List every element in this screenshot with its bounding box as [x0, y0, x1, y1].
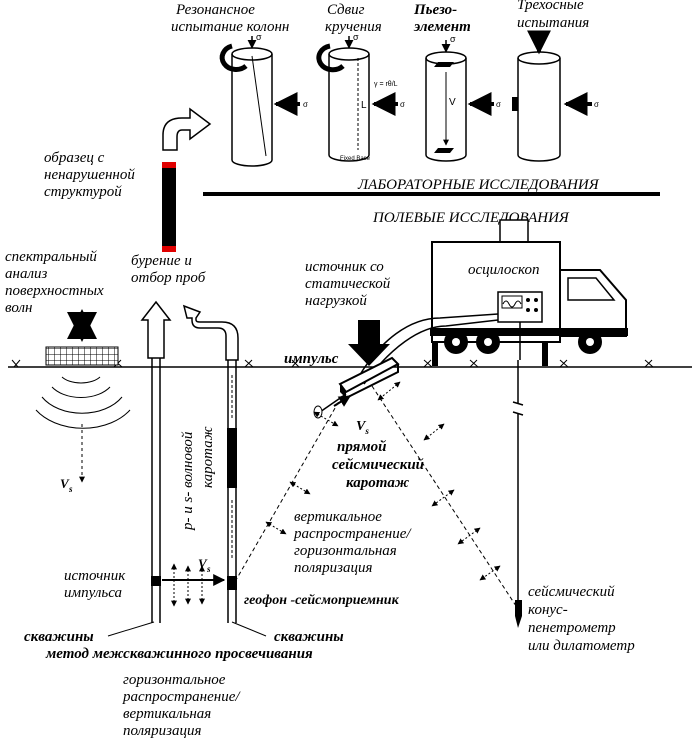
sample-label: образец с ненарушенной структурой: [44, 150, 139, 200]
ps-logging-label: p- и s- волновой каротаж: [180, 426, 216, 531]
torsional-shear-test: Сдвиг кручения σ L γ = rθ/L Fixed Base σ: [316, 2, 405, 162]
svg-text:σ: σ: [303, 100, 308, 109]
downhole-ray-left: [235, 395, 343, 581]
svg-text:σ: σ: [534, 28, 540, 38]
oscilloscope-label: осцилоскоп: [468, 262, 539, 278]
svg-text:σ: σ: [450, 34, 456, 44]
svg-text:V: V: [449, 97, 456, 108]
vertical-prop-label: вертикальное распространение/ горизонтал…: [293, 509, 414, 576]
lab-section-title: ЛАБОРАТОРНЫЕ ИССЛЕДОВАНИЯ: [357, 177, 600, 193]
borehole-right: [182, 304, 239, 623]
boreholes-left-label: скважины: [24, 629, 94, 645]
svg-text:σ: σ: [353, 32, 359, 42]
undisturbed-sample: [162, 107, 212, 252]
borehole-left: [140, 300, 172, 623]
geophone-label: геофон -сейсмоприемник: [244, 593, 400, 608]
piezo-element-test: Пьезо- элемент V σ σ: [413, 2, 501, 162]
field-section-title: ПОЛЕВЫЕ ИССЛЕДОВАНИЯ: [372, 210, 570, 226]
svg-text:σ: σ: [496, 100, 501, 109]
ground-ticks: [11, 359, 654, 368]
svg-text:элемент: элемент: [413, 19, 471, 35]
impulse-label: импульс: [284, 351, 339, 367]
boreholes-right-label: скважины: [274, 629, 344, 645]
svg-text:V: V: [60, 476, 70, 491]
resonant-column-test: Резонансное испытание колонн σ σ: [171, 2, 308, 167]
svg-text:σ: σ: [256, 32, 262, 42]
svg-text:Fixed Base: Fixed Base: [340, 156, 371, 162]
crosshole-wave: V s: [162, 556, 226, 607]
svg-text:Пьезо-: Пьезо-: [413, 2, 457, 18]
oscilloscope: [497, 291, 543, 323]
svg-text:кручения: кручения: [325, 19, 382, 35]
cone-rod: [512, 360, 524, 628]
borehole-pointers: [107, 621, 267, 637]
svg-text:Трехосные: Трехосные: [517, 0, 584, 13]
sasw-label: спектральный анализ поверхностных волн: [5, 249, 107, 316]
svg-text:Сдвиг: Сдвиг: [327, 2, 365, 18]
triaxial-test: Трехосные испытания σ σ: [512, 0, 599, 162]
source-impulse-label: источник импульса: [64, 568, 129, 601]
sasw-source: V s: [35, 309, 131, 494]
svg-text:Резонансное: Резонансное: [175, 2, 255, 18]
svg-text:σ: σ: [594, 100, 599, 109]
static-source-label: источник со статической нагрузкой: [305, 259, 394, 309]
svg-text:испытания: испытания: [517, 15, 589, 31]
svg-text:испытание колонн: испытание колонн: [171, 19, 289, 35]
svg-text:γ = rθ/L: γ = rθ/L: [374, 81, 398, 88]
svg-text:σ: σ: [400, 100, 405, 109]
svg-text:V: V: [198, 556, 208, 571]
vs-label-downhole: Vs: [356, 419, 369, 436]
downhole-ray-right: [371, 381, 521, 613]
svg-text:L: L: [361, 100, 367, 111]
horizontal-prop-label: горизонтальное распространение/ вертикал…: [122, 672, 243, 739]
crosshole-label: метод межскважинного просвечивания: [45, 646, 313, 662]
scpt-label: сейсмический конус- пенетрометр или дила…: [528, 584, 635, 654]
svg-text:s: s: [206, 564, 211, 574]
downhole-label: прямой сейсмический каротаж: [332, 439, 428, 491]
drilling-label: бурение и отбор проб: [131, 253, 206, 286]
svg-text:s: s: [68, 484, 73, 494]
static-load-source: [313, 320, 400, 419]
